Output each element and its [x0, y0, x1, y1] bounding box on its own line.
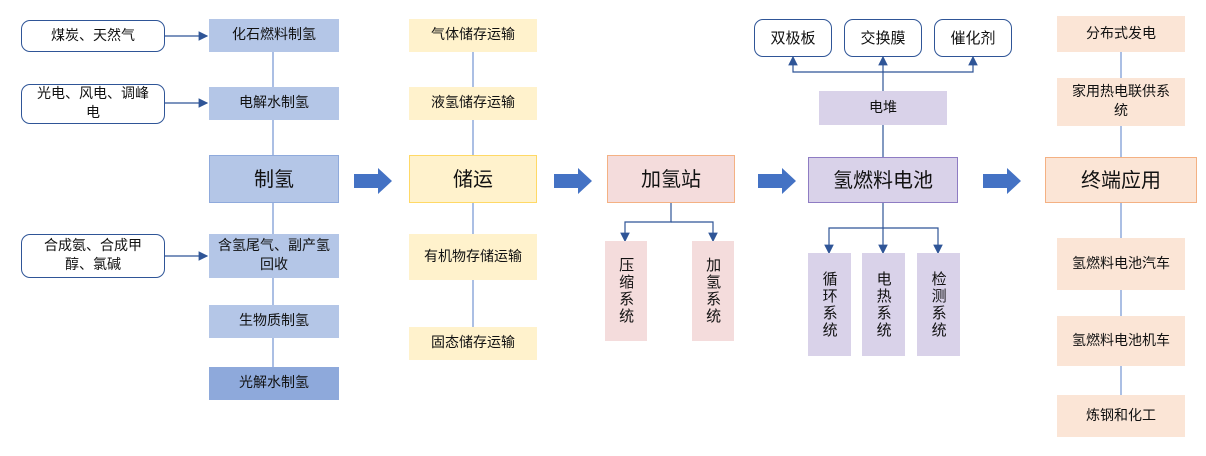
node-fc-car: 氢燃料电池汽车: [1057, 238, 1185, 290]
node-fossil-hydrogen: 化石燃料制氢: [209, 19, 339, 52]
node-solid-storage-label: 固态储存运输: [431, 335, 515, 352]
node-liquid-storage: 液氢储存运输: [409, 87, 537, 120]
node-byproduct-label: 含氢尾气、副产氢回收: [218, 238, 330, 273]
node-catalyst-label: 催化剂: [950, 28, 996, 47]
flow-arrow-2: [554, 168, 592, 194]
stage-station: 加氢站: [607, 155, 735, 203]
cell-branch-right: [883, 227, 943, 255]
node-catalyst: 催化剂: [934, 19, 1012, 57]
node-bipolar: 双极板: [754, 19, 832, 57]
node-bipolar-label: 双极板: [770, 28, 816, 47]
node-fc-car-label: 氢燃料电池汽车: [1072, 255, 1170, 272]
node-circulation-label: 循环系统: [820, 270, 839, 339]
node-biomass-label: 生物质制氢: [239, 313, 309, 330]
source-coal-gas-label: 煤炭、天然气: [51, 27, 135, 44]
node-fossil-hydrogen-label: 化石燃料制氢: [232, 27, 316, 44]
node-photolysis-label: 光解水制氢: [239, 375, 309, 392]
node-electrolysis-label: 电解水制氢: [239, 95, 309, 112]
node-stack-label: 电堆: [869, 99, 897, 116]
node-organic-storage: 有机物存储运输: [409, 234, 537, 280]
stack-branch-left: [788, 55, 884, 91]
stage-storage-label: 储运: [453, 166, 493, 191]
node-photolysis: 光解水制氢: [209, 367, 339, 400]
flow-arrow-3: [758, 168, 796, 194]
cell-branch-left: [824, 203, 884, 255]
source-coal-gas: 煤炭、天然气: [21, 20, 165, 52]
node-compression-label: 压缩系统: [617, 257, 636, 325]
node-solid-storage: 固态储存运输: [409, 327, 537, 360]
node-gas-storage: 气体储存运输: [409, 19, 537, 52]
node-steel-chemical-label: 炼钢和化工: [1086, 407, 1156, 424]
node-organic-storage-label: 有机物存储运输: [424, 248, 522, 265]
node-steel-chemical: 炼钢和化工: [1057, 395, 1185, 437]
node-chp-label: 家用热电联供系统: [1072, 84, 1170, 119]
stage-fuel-cell: 氢燃料电池: [808, 157, 958, 203]
node-detection: 检测系统: [917, 253, 960, 356]
node-fc-locomotive-label: 氢燃料电池机车: [1072, 332, 1170, 349]
source-renewables-label: 光电、风电、调峰电: [37, 86, 149, 121]
node-circulation: 循环系统: [808, 253, 851, 356]
source-chemicals: 合成氨、合成甲醇、氯碱: [21, 234, 165, 278]
node-dispensing-label: 加氢系统: [704, 257, 723, 325]
node-thermal-label: 电热系统: [874, 270, 893, 339]
stack-branch-right: [883, 55, 978, 73]
flow-arrow-1: [354, 168, 392, 194]
source-renewables: 光电、风电、调峰电: [21, 84, 165, 124]
stage-fuel-cell-label: 氢燃料电池: [833, 167, 933, 192]
node-membrane: 交换膜: [844, 19, 922, 57]
station-branch-left: [620, 203, 672, 243]
stage-station-label: 加氢站: [641, 166, 701, 191]
node-distributed-power-label: 分布式发电: [1086, 25, 1156, 42]
node-membrane-label: 交换膜: [860, 28, 906, 47]
node-distributed-power: 分布式发电: [1057, 16, 1185, 52]
node-biomass: 生物质制氢: [209, 305, 339, 338]
node-fc-locomotive: 氢燃料电池机车: [1057, 316, 1185, 366]
node-gas-storage-label: 气体储存运输: [431, 27, 515, 44]
node-detection-label: 检测系统: [929, 270, 948, 339]
node-byproduct: 含氢尾气、副产氢回收: [209, 234, 339, 278]
stage-storage: 储运: [409, 155, 537, 203]
node-dispensing: 加氢系统: [692, 241, 734, 341]
node-compression: 压缩系统: [605, 241, 647, 341]
node-stack: 电堆: [819, 91, 947, 125]
node-chp: 家用热电联供系统: [1057, 78, 1185, 126]
stage-applications-label: 终端应用: [1081, 167, 1161, 192]
node-thermal: 电热系统: [862, 253, 905, 356]
stage-production: 制氢: [209, 155, 339, 203]
node-liquid-storage-label: 液氢储存运输: [431, 95, 515, 112]
stage-production-label: 制氢: [254, 166, 294, 191]
station-branch-right: [671, 221, 718, 243]
stage-applications: 终端应用: [1045, 157, 1197, 203]
flow-arrow-4: [983, 168, 1021, 194]
node-electrolysis: 电解水制氢: [209, 87, 339, 120]
source-chemicals-label: 合成氨、合成甲醇、氯碱: [44, 238, 142, 273]
